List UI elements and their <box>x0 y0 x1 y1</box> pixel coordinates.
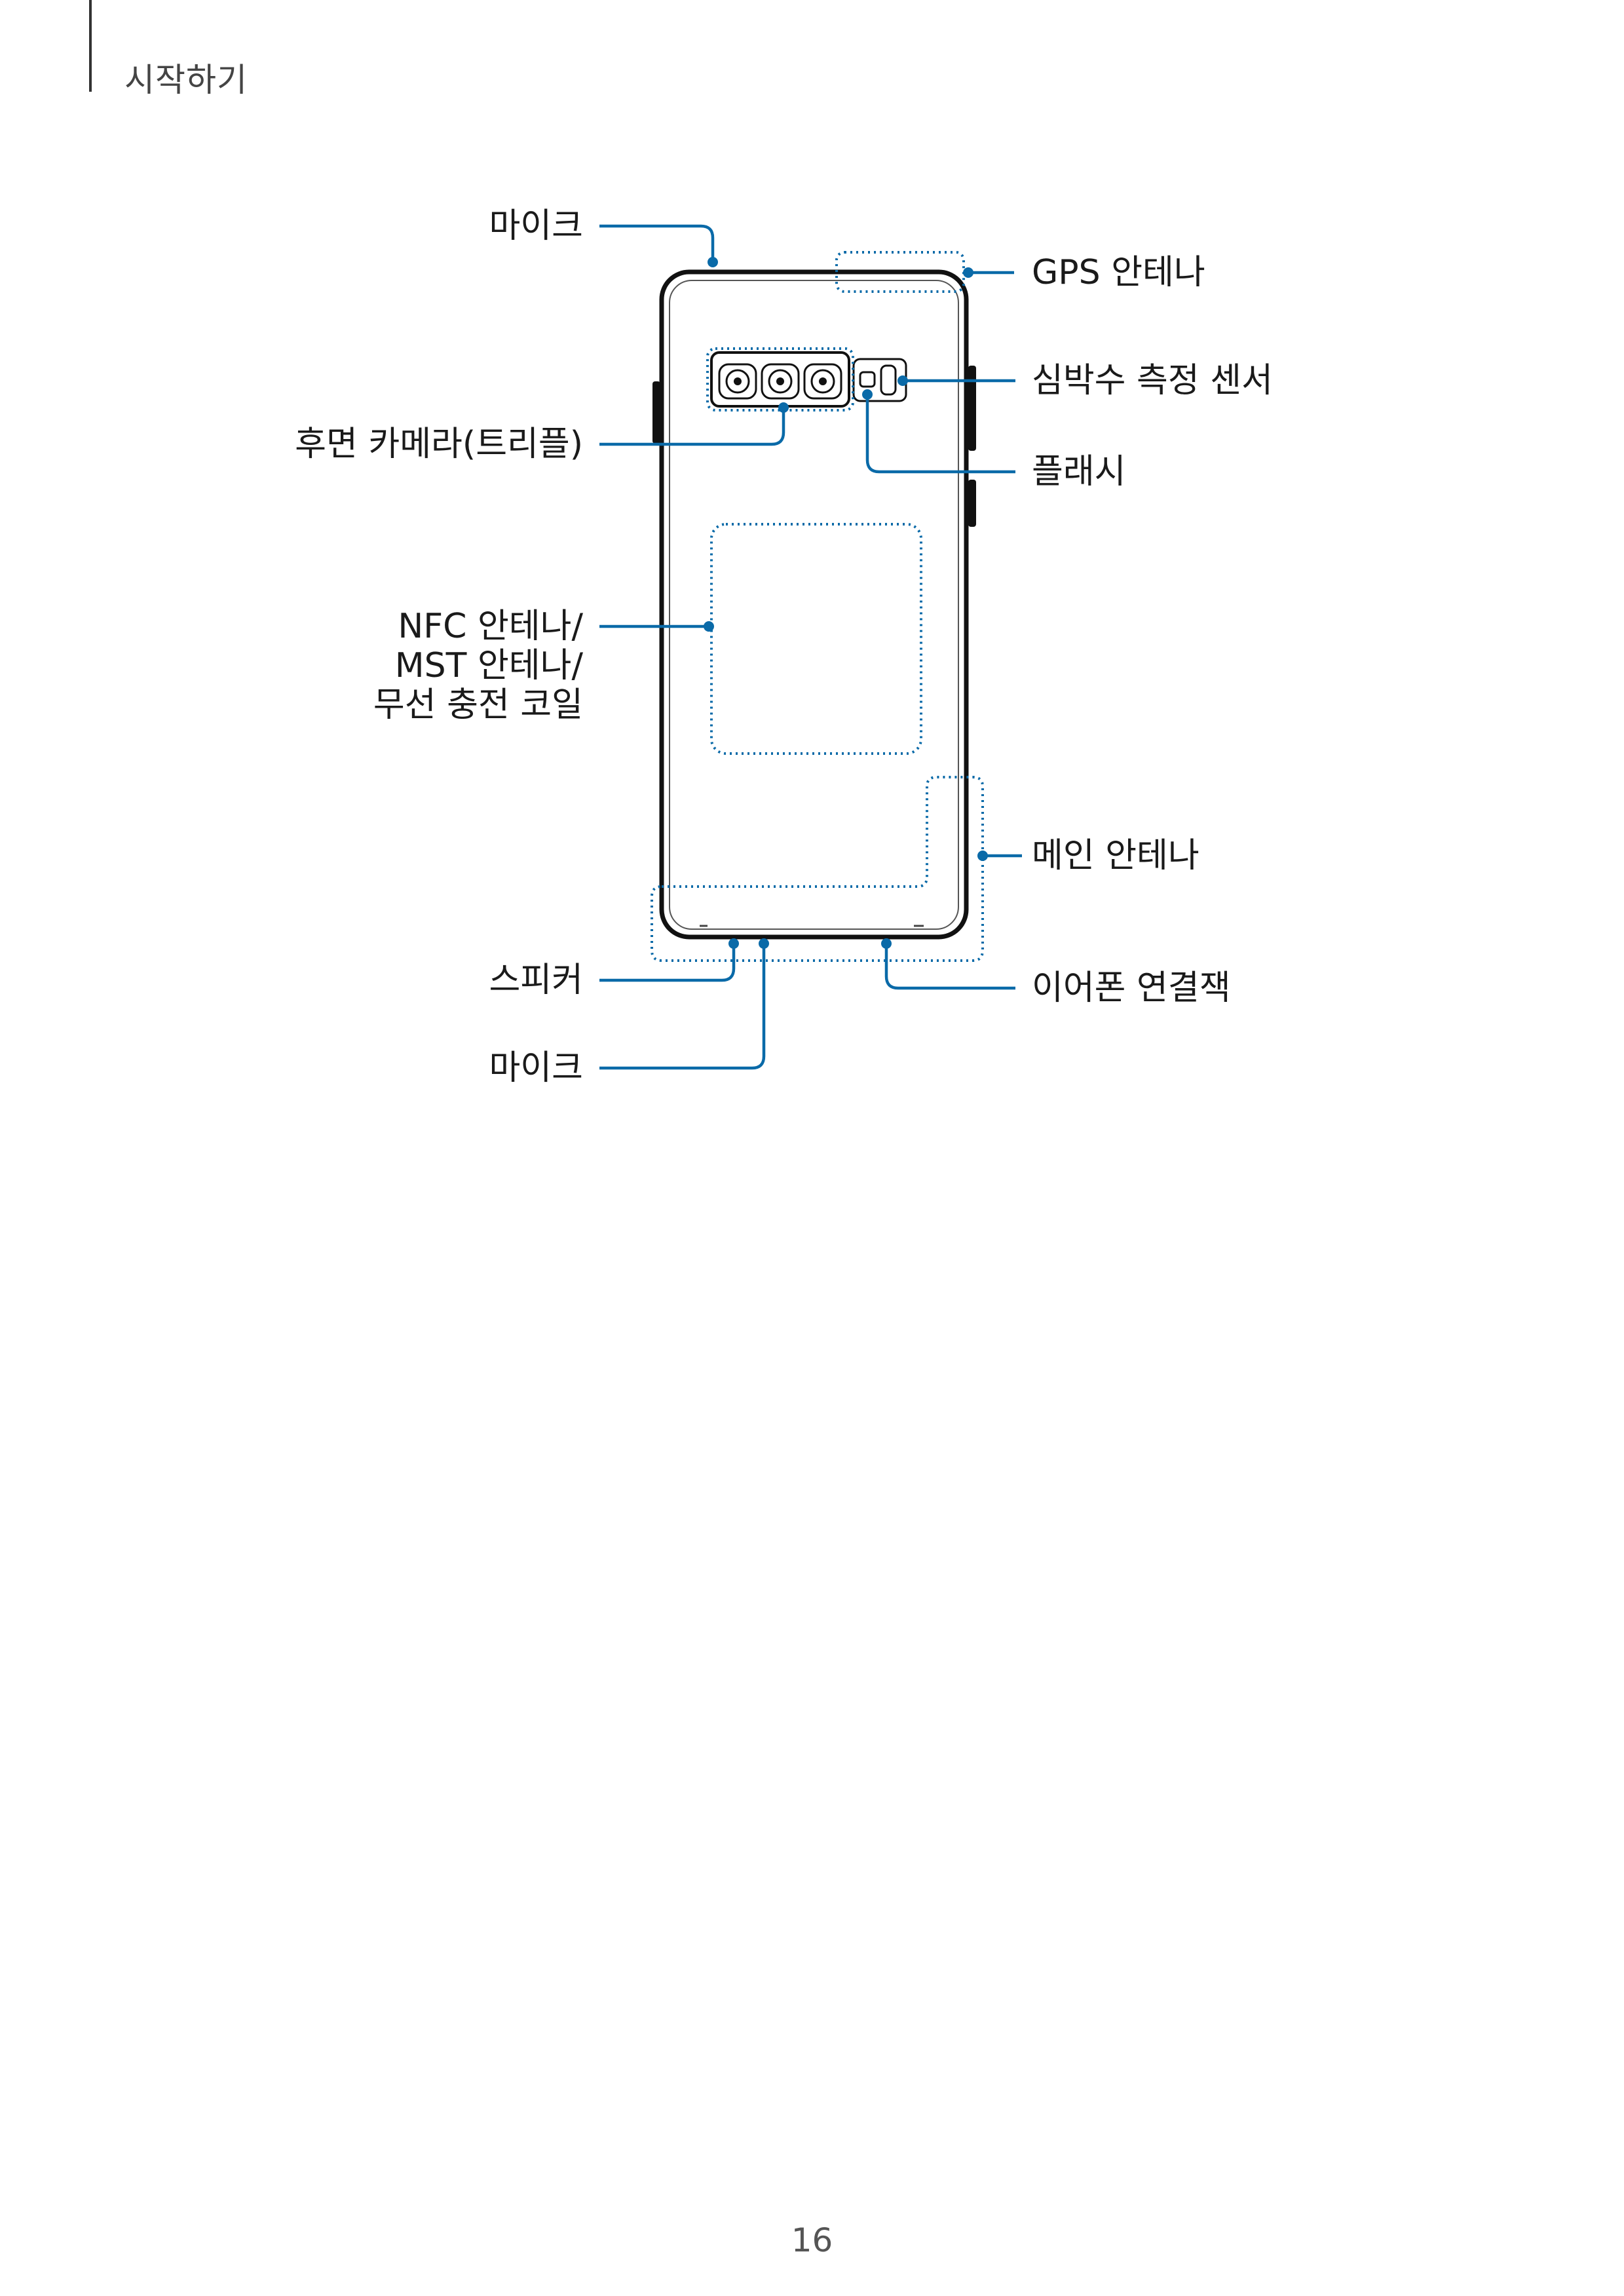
leader-mic-top <box>599 224 715 262</box>
leader-earphone-jack <box>884 944 1015 990</box>
section-title: 시작하기 <box>124 61 248 99</box>
marker-earphone-jack <box>881 938 892 949</box>
side-button-right-top <box>968 366 976 451</box>
marker-nfc <box>704 621 714 632</box>
marker-mic-top <box>708 257 718 267</box>
marker-rear-camera <box>778 402 789 413</box>
main-antenna-region <box>651 776 984 962</box>
label-earphone-jack: 이어폰 연결잭 <box>1032 968 1231 1008</box>
label-nfc-line2: MST 안테나/ <box>395 646 584 685</box>
side-button-left <box>652 381 660 444</box>
nfc-coil-region <box>710 523 922 755</box>
marker-mic-bottom <box>759 938 769 949</box>
leader-flash <box>865 394 1015 474</box>
leader-mic-bottom <box>599 944 766 1070</box>
label-nfc-line3: 무선 충전 코일 <box>373 685 583 725</box>
marker-flash <box>862 389 873 400</box>
marker-main-antenna <box>977 851 988 861</box>
page-number: 16 <box>791 2221 833 2259</box>
label-nfc-line1: NFC 안테나/ <box>398 607 583 646</box>
phone-body <box>652 269 976 940</box>
rear-camera-module <box>710 351 907 408</box>
leader-speaker <box>599 944 736 982</box>
camera-highlight-region <box>706 347 854 411</box>
side-button-right-bottom <box>968 480 976 527</box>
label-speaker: 스피커 <box>489 961 583 1000</box>
label-gps-antenna: GPS 안테나 <box>1032 253 1205 292</box>
label-mic-bottom: 마이크 <box>489 1048 583 1088</box>
marker-gps <box>963 267 973 278</box>
flash-icon <box>859 371 876 388</box>
header-divider <box>89 0 92 92</box>
label-mic-top: 마이크 <box>489 206 583 246</box>
leader-rear-camera <box>599 408 785 446</box>
heart-rate-sensor-icon <box>880 364 897 396</box>
label-main-antenna: 메인 안테나 <box>1032 836 1199 875</box>
label-flash: 플래시 <box>1032 452 1126 491</box>
label-heart-rate-sensor: 심박수 측정 센서 <box>1032 361 1273 400</box>
label-rear-camera: 후면 카메라(트리플) <box>295 425 583 464</box>
gps-antenna-region <box>835 251 965 293</box>
marker-speaker <box>728 938 739 949</box>
marker-heart-rate <box>897 375 908 386</box>
camera-lens-2-icon <box>761 363 800 400</box>
camera-lens-3-icon <box>803 363 842 400</box>
camera-lens-1-icon <box>718 363 757 400</box>
